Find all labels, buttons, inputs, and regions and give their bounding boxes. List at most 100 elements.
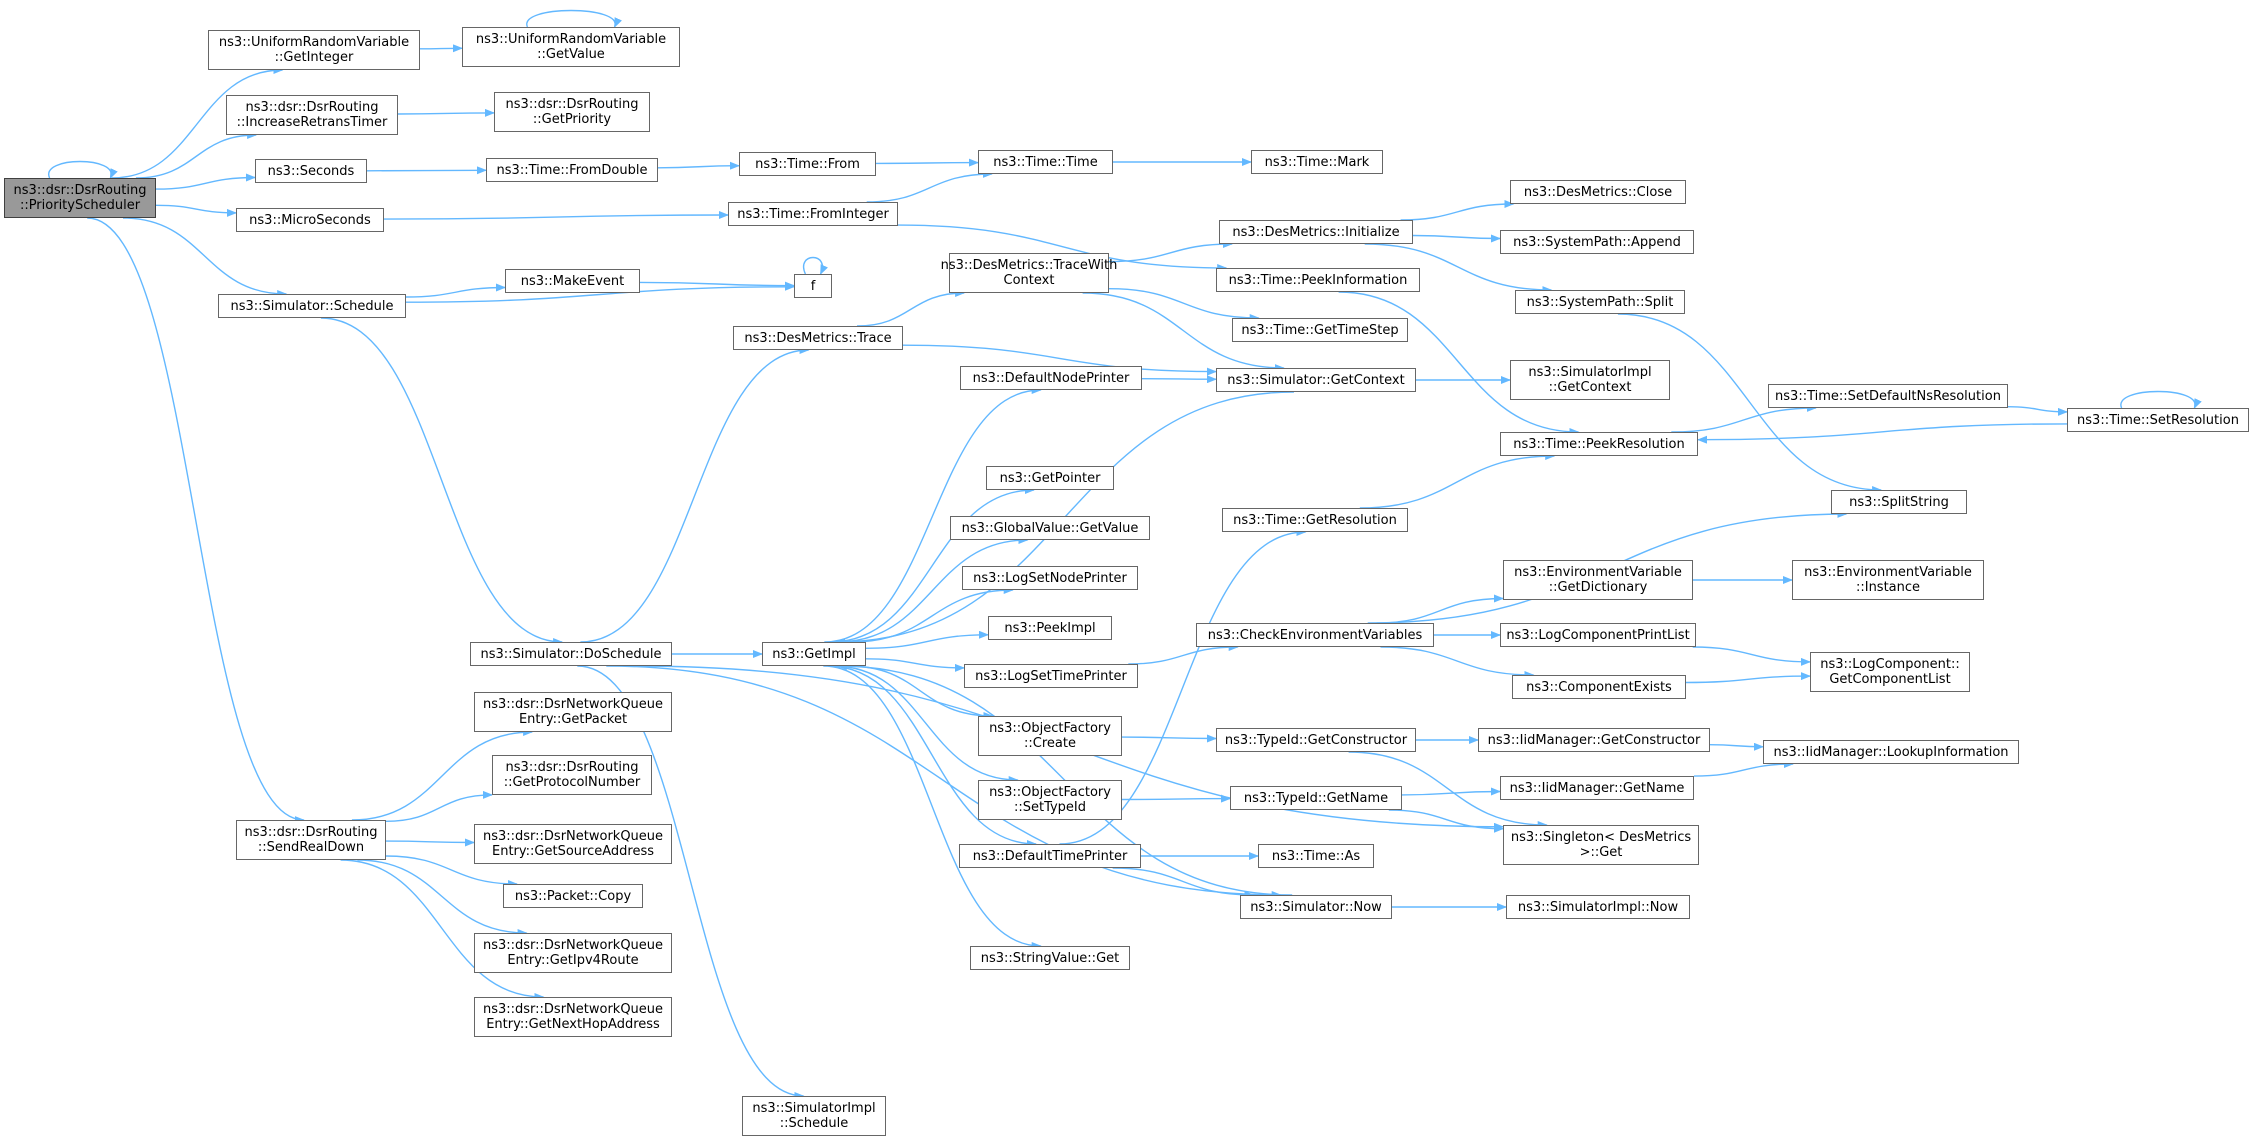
node-simulator-get-context[interactable]: ns3::Simulator::GetContext (1216, 368, 1416, 392)
node-simulator-do-schedule[interactable]: ns3::Simulator::DoSchedule (470, 642, 672, 666)
node-simulator-impl-schedule[interactable]: ns3::SimulatorImpl::Schedule (742, 1096, 886, 1136)
node-get-priority[interactable]: ns3::dsr::DsrRouting::GetPriority (494, 92, 650, 132)
node-log-component-print-list[interactable]: ns3::LogComponentPrintList (1500, 623, 1696, 647)
node-object-factory-create[interactable]: ns3::ObjectFactory::Create (978, 716, 1122, 756)
node-time-as[interactable]: ns3::Time::As (1258, 844, 1374, 868)
node-des-metrics-trace[interactable]: ns3::DesMetrics::Trace (733, 326, 903, 350)
node-simulator-now[interactable]: ns3::Simulator::Now (1240, 895, 1392, 919)
node-simulator-impl-get-context[interactable]: ns3::SimulatorImpl::GetContext (1510, 360, 1670, 400)
edge-simulator_do_schedule-to-des_metrics_trace (580, 346, 810, 643)
edge-time_from-to-time_time (875, 158, 979, 167)
edge-send_real_down-to-queue_entry_get_next_hop_address (340, 859, 545, 1001)
edge-object_factory_set_type_id-to-type_id_get_name (1121, 794, 1231, 803)
edge-send_real_down-to-queue_entry_get_source_address (385, 838, 475, 847)
node-simulator-impl-now[interactable]: ns3::SimulatorImpl::Now (1506, 895, 1690, 919)
edge-priority_scheduler-to-increase_retrans_timer (135, 131, 258, 179)
node-time-from-double[interactable]: ns3::Time::FromDouble (486, 158, 658, 182)
node-singleton-des-metrics-get[interactable]: ns3::Singleton< DesMetrics>::Get (1503, 825, 1699, 865)
node-get-protocol-number[interactable]: ns3::dsr::DsrRouting::GetProtocolNumber (492, 755, 652, 795)
node-object-factory-set-type-id[interactable]: ns3::ObjectFactory::SetTypeId (978, 780, 1122, 820)
edge-get_impl-to-log_set_time_printer (865, 658, 965, 672)
edge-simulator_do_schedule-to-simulator_now (606, 665, 1282, 899)
node-micro-seconds[interactable]: ns3::MicroSeconds (236, 208, 384, 232)
node-check-environment-variables[interactable]: ns3::CheckEnvironmentVariables (1196, 623, 1434, 647)
edge-simulator_do_schedule-to-simulator_impl_schedule (577, 665, 805, 1100)
node-default-node-printer[interactable]: ns3::DefaultNodePrinter (960, 366, 1142, 390)
node-time-get-resolution[interactable]: ns3::Time::GetResolution (1222, 508, 1408, 532)
edge-priority_scheduler-to-uniform_get_integer (111, 66, 284, 179)
node-type-id-get-constructor[interactable]: ns3::TypeId::GetConstructor (1216, 728, 1416, 752)
node-env-var-instance[interactable]: ns3::EnvironmentVariable::Instance (1792, 560, 1984, 600)
node-get-impl[interactable]: ns3::GetImpl (762, 642, 866, 666)
node-seconds[interactable]: ns3::Seconds (255, 159, 367, 183)
node-uniform-get-value[interactable]: ns3::UniformRandomVariable::GetValue (462, 27, 680, 67)
self-loop-time_set_resolution (2120, 390, 2202, 409)
node-log-set-node-printer[interactable]: ns3::LogSetNodePrinter (962, 566, 1138, 590)
node-iid-manager-get-name[interactable]: ns3::IidManager::GetName (1500, 776, 1694, 800)
node-iid-manager-get-constructor[interactable]: ns3::IidManager::GetConstructor (1478, 728, 1710, 752)
edge-get_impl-to-string_value_get (823, 665, 1042, 950)
edge-micro_seconds-to-time_from_integer (383, 211, 729, 220)
edge-get_impl-to-default_node_printer (824, 386, 1042, 643)
edge-time_set_default_ns_resolution-to-time_set_resolution (2007, 406, 2068, 416)
node-default-time-printer[interactable]: ns3::DefaultTimePrinter (959, 844, 1141, 868)
edge-uniform_get_integer-to-uniform_get_value (419, 44, 463, 53)
node-priority-scheduler[interactable]: ns3::dsr::DsrRouting::PriorityScheduler (4, 178, 156, 218)
node-time-get-time-step[interactable]: ns3::Time::GetTimeStep (1232, 318, 1408, 342)
node-packet-copy[interactable]: ns3::Packet::Copy (503, 884, 643, 908)
node-log-component-get-component-list[interactable]: ns3::LogComponent::GetComponentList (1810, 652, 1970, 692)
node-system-path-append[interactable]: ns3::SystemPath::Append (1500, 230, 1694, 254)
node-split-string[interactable]: ns3::SplitString (1831, 490, 1967, 514)
edge-send_real_down-to-get_protocol_number (385, 790, 493, 822)
node-get-pointer[interactable]: ns3::GetPointer (986, 466, 1114, 490)
edge-priority_scheduler-to-micro_seconds (155, 204, 237, 217)
node-des-metrics-initialize[interactable]: ns3::DesMetrics::Initialize (1219, 220, 1413, 244)
node-peek-impl[interactable]: ns3::PeekImpl (988, 616, 1112, 640)
edge-component_exists-to-log_component_get_component_list (1685, 672, 1811, 684)
node-system-path-split[interactable]: ns3::SystemPath::Split (1515, 290, 1685, 314)
edge-default_time_printer-to-time_get_resolution (1059, 528, 1307, 845)
self-loop-priority_scheduler (48, 160, 118, 179)
edge-priority_scheduler-to-simulator_schedule (122, 217, 288, 298)
node-string-value-get[interactable]: ns3::StringValue::Get (970, 946, 1130, 970)
node-send-real-down[interactable]: ns3::dsr::DsrRouting::SendRealDown (236, 820, 386, 860)
edge-get_impl-to-peek_impl (865, 630, 989, 649)
edge-iid_manager_get_constructor-to-iid_manager_lookup_information (1709, 742, 1764, 751)
node-env-var-get-dictionary[interactable]: ns3::EnvironmentVariable::GetDictionary (1503, 560, 1693, 600)
node-increase-retrans-timer[interactable]: ns3::dsr::DsrRouting::IncreaseRetransTim… (226, 95, 398, 135)
node-des-metrics-close[interactable]: ns3::DesMetrics::Close (1510, 180, 1686, 204)
node-time-set-default-ns-resolution[interactable]: ns3::Time::SetDefaultNsResolution (1768, 384, 2008, 408)
edge-check_environment_variables-to-env_var_get_dictionary (1376, 594, 1504, 624)
edge-des_metrics_initialize-to-system_path_split (1364, 243, 1553, 294)
edge-iid_manager_get_name-to-iid_manager_lookup_information (1693, 760, 1794, 777)
edge-des_metrics_initialize-to-system_path_append (1412, 234, 1501, 243)
node-time-from[interactable]: ns3::Time::From (739, 152, 876, 176)
node-component-exists[interactable]: ns3::ComponentExists (1512, 675, 1686, 699)
node-make-event[interactable]: ns3::MakeEvent (505, 269, 640, 293)
edge-check_environment_variables-to-component_exists (1380, 646, 1535, 679)
edge-priority_scheduler-to-send_real_down (87, 217, 305, 824)
edge-time_peek_information-to-time_peek_resolution (1338, 291, 1580, 436)
node-time-peek-resolution[interactable]: ns3::Time::PeekResolution (1500, 432, 1698, 456)
node-iid-manager-lookup-information[interactable]: ns3::IidManager::LookupInformation (1763, 740, 2019, 764)
node-type-id-get-name[interactable]: ns3::TypeId::GetName (1230, 786, 1402, 810)
node-time-mark[interactable]: ns3::Time::Mark (1251, 150, 1383, 174)
edge-time_peek_resolution-to-time_set_default_ns_resolution (1671, 404, 1817, 433)
edge-seconds-to-time_from_double (366, 166, 487, 175)
node-uniform-get-integer[interactable]: ns3::UniformRandomVariable::GetInteger (208, 30, 420, 70)
edge-simulator_schedule-to-f (405, 282, 795, 303)
node-f[interactable]: f (794, 274, 832, 298)
node-log-set-time-printer[interactable]: ns3::LogSetTimePrinter (964, 664, 1138, 688)
node-time-time[interactable]: ns3::Time::Time (978, 150, 1113, 174)
node-global-value-get-value[interactable]: ns3::GlobalValue::GetValue (950, 516, 1150, 540)
edge-time_from_double-to-time_from (657, 161, 740, 170)
node-time-from-integer[interactable]: ns3::Time::FromInteger (728, 202, 898, 226)
node-time-set-resolution[interactable]: ns3::Time::SetResolution (2067, 408, 2249, 432)
node-time-peek-information[interactable]: ns3::Time::PeekInformation (1216, 268, 1420, 292)
node-simulator-schedule[interactable]: ns3::Simulator::Schedule (218, 294, 406, 318)
